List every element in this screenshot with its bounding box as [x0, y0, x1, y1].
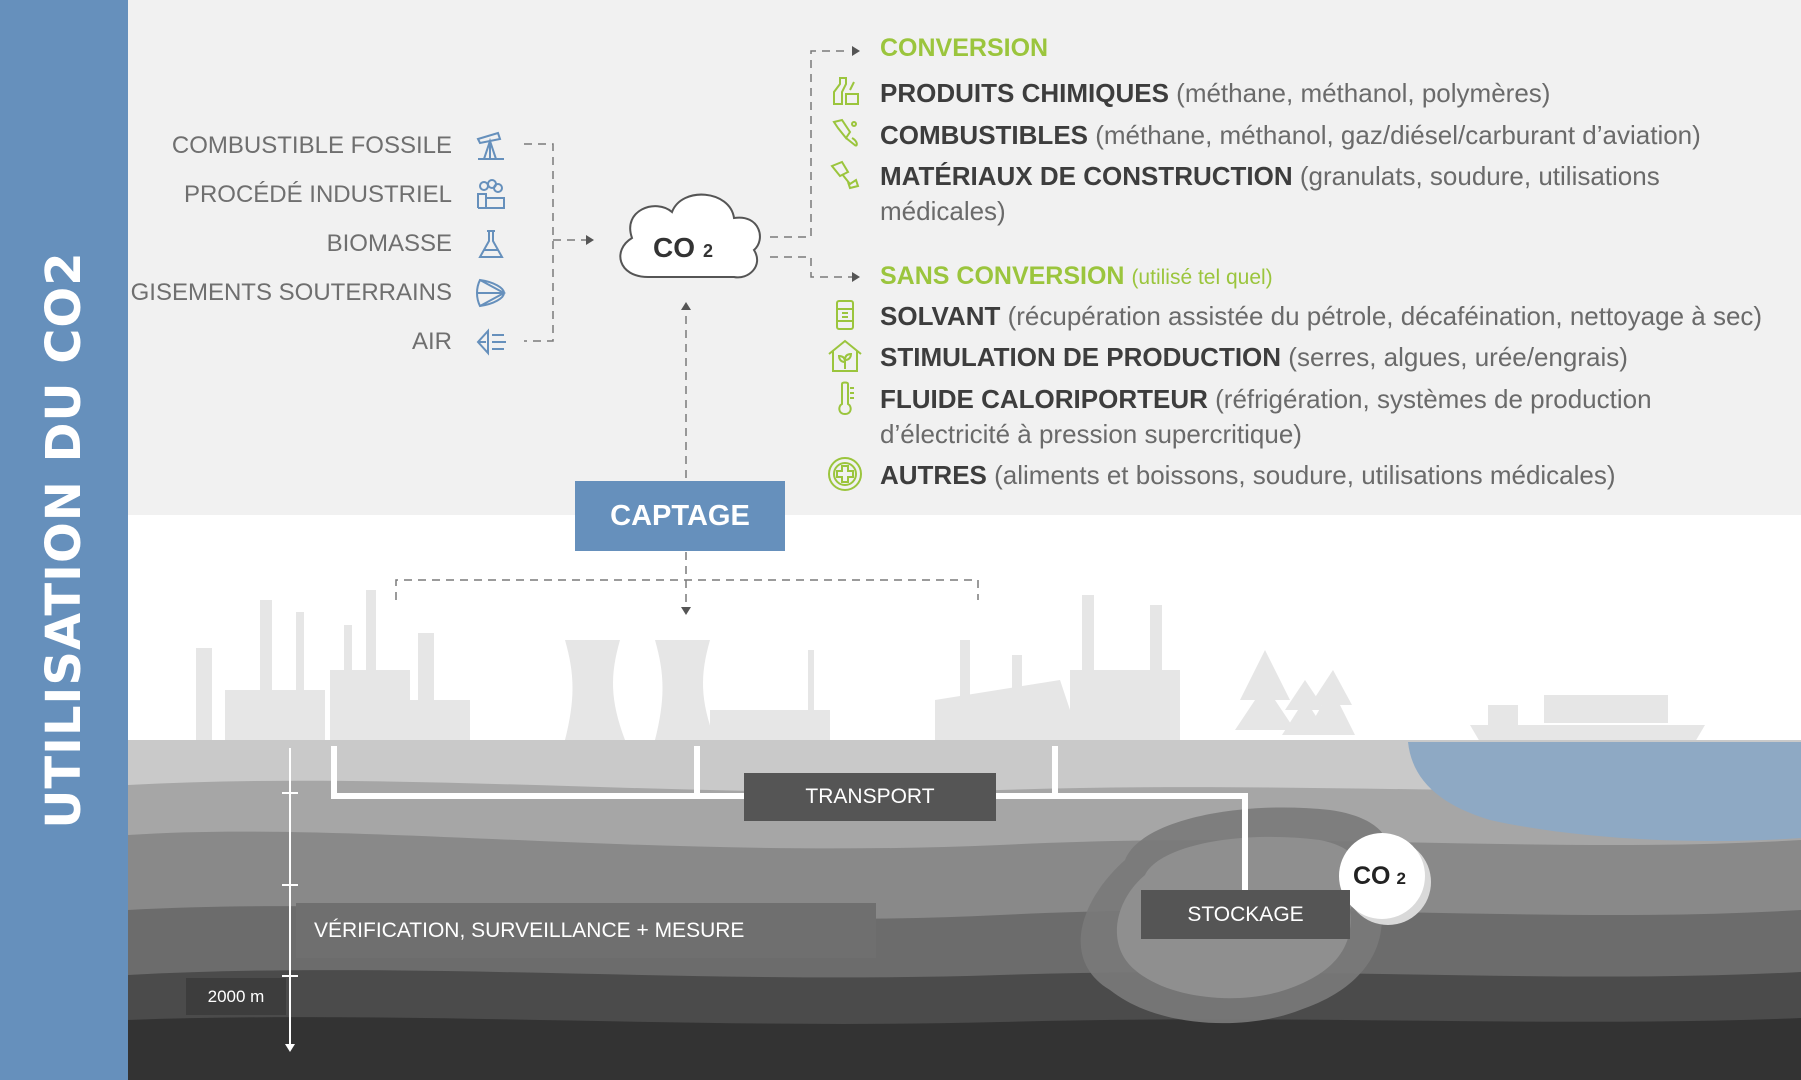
conversion-heading: CONVERSION	[880, 34, 1049, 62]
co2-bubble	[1339, 833, 1425, 919]
no-conversion-item-others: AUTRES (aliments et boissons, soudure, u…	[880, 462, 1616, 488]
item-title: PRODUITS CHIMIQUES	[880, 78, 1169, 108]
top-panel	[128, 0, 1801, 515]
item-desc-cont: d’électricité à pression supercritique)	[880, 419, 1302, 449]
transport-label: TRANSPORT	[805, 785, 935, 808]
depth-label: 2000 m	[207, 986, 265, 1006]
conversion-item-fuels: COMBUSTIBLES (méthane, méthanol, gaz/dié…	[880, 122, 1701, 148]
source-row-underground: GISEMENTS SOUTERRAINS	[120, 281, 452, 311]
arrowheads	[586, 46, 860, 615]
bubble-co2-label: CO 2	[1353, 864, 1406, 889]
oil-pump-icon	[476, 131, 504, 160]
item-desc-cont: médicales)	[880, 196, 1006, 226]
source-row-fossil: COMBUSTIBLE FOSSILE	[120, 134, 452, 164]
item-desc: (aliments et boissons, soudure, utilisat…	[994, 460, 1616, 490]
item-title: STIMULATION DE PRODUCTION	[880, 342, 1282, 372]
source-label: PROCÉDÉ INDUSTRIEL	[183, 181, 452, 208]
source-row-air: AIR	[120, 330, 452, 360]
sidebar-band	[0, 0, 128, 1080]
sea	[1408, 742, 1801, 841]
bubble-co2-main: CO	[1353, 862, 1391, 890]
depth-box: 2000 m	[186, 978, 286, 1015]
conversion-item-construction: MATÉRIAUX DE CONSTRUCTION (granulats, so…	[880, 163, 1660, 189]
no-conversion-item-heat-fluid: FLUIDE CALORIPORTEUR (réfrigération, sys…	[880, 386, 1652, 412]
capture-box: CAPTAGE	[575, 481, 785, 551]
shell-icon	[476, 278, 507, 308]
medical-cross-icon	[828, 457, 862, 491]
barrel-icon	[836, 300, 854, 330]
item-title: SOLVANT	[880, 301, 1001, 331]
bubble-co2-sub: 2	[1396, 869, 1406, 888]
dashed-connectors	[395, 50, 979, 604]
source-label: GISEMENTS SOUTERRAINS	[130, 279, 452, 306]
source-label: BIOMASSE	[326, 230, 452, 257]
construction-icon	[830, 160, 860, 190]
industrial-skyline	[196, 590, 1705, 742]
capture-label: CAPTAGE	[610, 499, 750, 532]
chemicals-icon	[833, 77, 859, 105]
no-conversion-title: SANS CONVERSION	[880, 262, 1125, 290]
transport-box: TRANSPORT	[744, 773, 996, 821]
cloud-co2-main: CO	[653, 232, 695, 263]
item-title: COMBUSTIBLES	[880, 120, 1088, 150]
no-conversion-item-stimulation: STIMULATION DE PRODUCTION (serres, algue…	[880, 344, 1628, 370]
item-title: FLUIDE CALORIPORTEUR	[880, 384, 1208, 414]
cloud-co2-label: CO 2	[653, 234, 713, 262]
thermometer-icon	[838, 381, 854, 416]
item-desc: (méthane, méthanol, polymères)	[1176, 78, 1551, 108]
item-desc: (serres, algues, urée/engrais)	[1288, 342, 1628, 372]
verification-box: VÉRIFICATION, SURVEILLANCE + MESURE	[296, 903, 876, 958]
source-label: AIR	[411, 328, 452, 355]
source-label: COMBUSTIBLE FOSSILE	[171, 132, 452, 159]
fuel-nozzle-icon	[832, 118, 858, 147]
no-conversion-item-heat-fluid-cont: d’électricité à pression supercritique)	[880, 421, 1302, 447]
verification-label: VÉRIFICATION, SURVEILLANCE + MESURE	[314, 918, 745, 942]
storage-label: STOCKAGE	[1187, 902, 1304, 926]
conversion-item-construction-cont: médicales)	[880, 198, 1006, 224]
no-conversion-heading: SANS CONVERSION (utilisé tel quel)	[880, 264, 1273, 289]
no-conversion-item-solvent: SOLVANT (récupération assistée du pétrol…	[880, 303, 1762, 329]
cloud-co2-sub: 2	[703, 241, 714, 261]
item-title: MATÉRIAUX DE CONSTRUCTION	[880, 161, 1293, 191]
greenhouse-icon	[828, 339, 862, 372]
item-title: AUTRES	[880, 460, 987, 490]
depth-ruler	[282, 748, 298, 1048]
storage-box: STOCKAGE	[1141, 890, 1350, 939]
sidebar-title: UTILISATION DU CO2	[36, 251, 92, 829]
item-desc: (granulats, soudure, utilisations	[1299, 161, 1660, 191]
item-desc: (méthane, méthanol, gaz/diésel/carburant…	[1095, 120, 1701, 150]
item-desc: (réfrigération, systèmes de production	[1215, 384, 1652, 414]
conversion-item-chemicals: PRODUITS CHIMIQUES (méthane, méthanol, p…	[880, 80, 1550, 106]
source-row-industrial: PROCÉDÉ INDUSTRIEL	[120, 183, 452, 213]
factory-icon	[477, 179, 505, 209]
flask-icon	[478, 230, 504, 258]
item-desc: (récupération assistée du pétrole, décaf…	[1007, 301, 1763, 331]
no-conversion-note: (utilisé tel quel)	[1131, 266, 1273, 289]
source-row-biomass: BIOMASSE	[120, 232, 452, 262]
cloud-shape	[619, 193, 761, 279]
wind-icon	[476, 328, 506, 356]
